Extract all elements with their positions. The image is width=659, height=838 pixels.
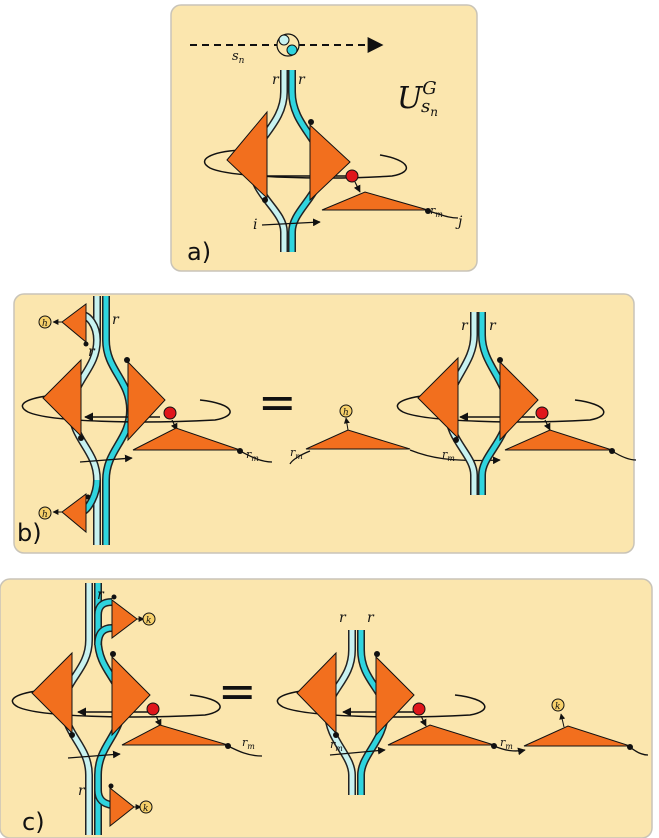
c-lhs-left-triangle <box>31 651 73 735</box>
rhs-red-node <box>535 406 549 420</box>
lhs-right-triangle <box>127 360 166 442</box>
r-mid-label: r <box>88 344 96 360</box>
rm-label: rm <box>430 204 443 219</box>
panel-a: sn UG sn r r i j rm a) <box>170 4 478 272</box>
left-triangle <box>226 110 268 200</box>
lhs-lower-triangle <box>132 427 241 451</box>
panel-a-label: a) <box>187 238 211 266</box>
c-lhs-lower-triangle <box>121 724 229 746</box>
c-r-bottom-label: r <box>78 783 86 799</box>
c-r-top-label: r <box>97 587 105 603</box>
c-lhs-right-triangle <box>111 655 151 737</box>
c-rhs-left-triangle <box>296 651 337 735</box>
k-badge-bottom <box>139 800 153 814</box>
c-rhs-rm-left-label: rm <box>330 738 343 753</box>
i-label: i <box>253 217 257 233</box>
rhs-rm-mid-label: rm <box>442 448 455 463</box>
rhs-lower-triangle <box>504 429 613 451</box>
c-rhs-r-left: r <box>339 610 347 626</box>
rhs-rm-left-label: rm <box>290 446 303 461</box>
qubit-cyan-dot <box>286 44 298 56</box>
c-rhs-lower-triangle <box>387 724 495 746</box>
equals-sign-b: = <box>258 375 297 429</box>
c-lhs-red-node <box>146 702 160 716</box>
panel-b: h h r r rm = h rm <box>13 293 637 554</box>
h-badge-top <box>38 315 52 329</box>
h-badge-bottom <box>38 506 52 520</box>
loop-ellipse <box>203 149 408 179</box>
lhs-left-triangle <box>42 358 82 438</box>
r-top-label: r <box>112 312 120 328</box>
c-rhs-red-node <box>412 702 426 716</box>
panel-c-label: c) <box>22 808 45 836</box>
svg-text:h: h <box>343 408 349 418</box>
rhs-r-right: r <box>489 318 497 334</box>
lhs-red-node <box>163 406 177 420</box>
k-badge-top <box>142 612 156 626</box>
right-triangle <box>309 123 351 202</box>
equals-sign-c: = <box>218 664 257 718</box>
c-lhs-rm-label: rm <box>242 736 255 751</box>
rhs-right-triangle <box>499 360 539 442</box>
svg-text:k: k <box>555 702 560 712</box>
rhs-left-triangle <box>417 356 459 440</box>
h-triangle-top <box>61 303 87 344</box>
rhs-h-triangle <box>305 429 411 450</box>
panel-c: k k r r rm = r r <box>0 578 653 838</box>
svg-text:h: h <box>42 319 48 329</box>
c-rhs-right-triangle <box>375 655 415 737</box>
rhs-r-left: r <box>461 318 469 334</box>
operator-subscript: sn <box>421 96 438 119</box>
panel-b-label: b) <box>17 519 42 547</box>
operator-label: UG <box>397 78 437 116</box>
k-triangle-top <box>111 598 138 640</box>
input-wire-i <box>261 218 321 227</box>
r-left-label: r <box>272 72 280 88</box>
h-triangle-bottom <box>61 493 87 534</box>
svg-text:k: k <box>146 616 151 626</box>
time-label: sn <box>232 49 245 66</box>
c-rhs-k-badge <box>551 698 565 712</box>
c-rhs-r-right: r <box>367 610 375 626</box>
svg-text:h: h <box>42 510 48 520</box>
rhs-h-badge <box>339 404 353 418</box>
red-node <box>345 169 359 183</box>
r-right-label: r <box>298 72 306 88</box>
c-rhs-k-triangle <box>523 725 631 747</box>
k-triangle-bottom <box>109 786 135 828</box>
j-label: j <box>455 214 463 230</box>
c-rhs-rm-mid-label: rm <box>500 736 513 751</box>
qubit-light-dot <box>278 34 290 46</box>
lower-triangle <box>321 191 429 211</box>
lhs-rm-label: rm <box>246 448 259 463</box>
svg-text:k: k <box>143 804 148 814</box>
